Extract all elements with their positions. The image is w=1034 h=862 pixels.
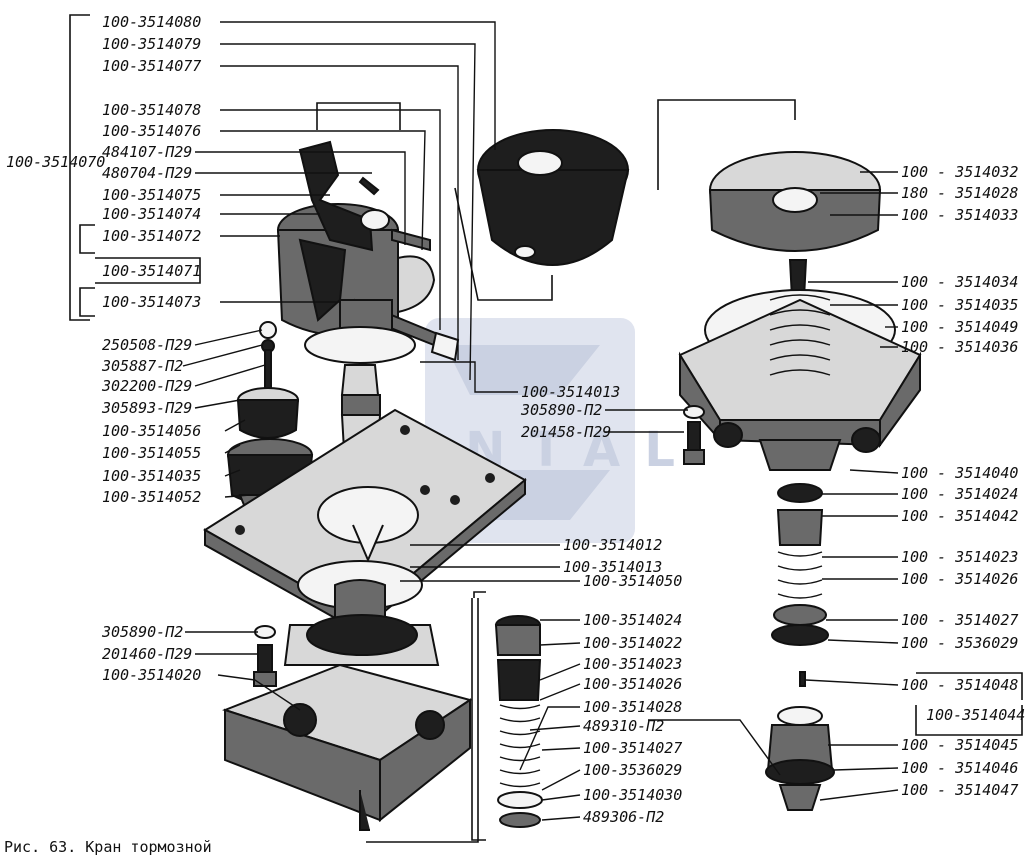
label: 100 - 3514040 xyxy=(901,464,1018,482)
label: 100-3514076 xyxy=(102,122,201,140)
label: 100-3514023 xyxy=(583,655,682,673)
label: 100 - 3514033 xyxy=(901,206,1018,224)
label: 100-3514050 xyxy=(583,572,682,590)
label: 180 - 3514028 xyxy=(901,184,1018,202)
bolt-left xyxy=(253,625,277,687)
label: 100 - 3514034 xyxy=(901,273,1018,291)
label: 100-3536029 xyxy=(583,761,682,779)
label: 484107-П29 xyxy=(102,143,192,161)
label: 100 - 3514049 xyxy=(901,318,1018,336)
label: 100-3514052 xyxy=(102,488,201,506)
label: 100-3514013 xyxy=(563,558,662,576)
label: 250508-П29 xyxy=(102,336,192,354)
figure-caption: Рис. 63. Кран тормозной xyxy=(4,838,212,856)
arrow-bracket-lever xyxy=(316,102,401,130)
label: 100 - 3514045 xyxy=(901,736,1018,754)
left-group-bracket xyxy=(69,14,201,321)
label: 100 - 3514035 xyxy=(901,296,1018,314)
label: 100 - 3514023 xyxy=(901,548,1018,566)
label: 100 - 3514042 xyxy=(901,507,1018,525)
label: 100-3514078 xyxy=(102,101,201,119)
label: 100-3514072 xyxy=(102,227,201,245)
label: 100-3514026 xyxy=(583,675,682,693)
label: 100 - 3536029 xyxy=(901,634,1018,652)
arrow-lower-housing xyxy=(366,598,479,843)
label: 100-3514080 xyxy=(102,13,201,31)
label: 100-3514013 xyxy=(521,383,620,401)
bracket-center-stack xyxy=(471,591,486,841)
callout-labels: 100-3514070 100-3514080 100-3514079 100-… xyxy=(6,13,1025,826)
label: 489306-П2 xyxy=(583,808,664,826)
label: 100 - 3514027 xyxy=(901,611,1018,629)
spring-stack-center xyxy=(494,615,543,828)
label: 201460-П29 xyxy=(102,645,192,663)
label: 100 - 3514024 xyxy=(901,485,1018,503)
label-left-group: 100-3514070 xyxy=(6,153,105,171)
label: 302200-П29 xyxy=(101,377,192,395)
label: 100-3514027 xyxy=(583,739,682,757)
lower-housing xyxy=(222,560,473,831)
label: 305890-П2 xyxy=(520,401,602,419)
label: 100-3514073 xyxy=(102,293,201,311)
label: 100 - 3514047 xyxy=(901,781,1018,799)
label: 100-3514030 xyxy=(583,786,682,804)
label: 201458-П29 xyxy=(521,423,611,441)
label: 480704-П29 xyxy=(102,164,192,182)
lever-housing-assembly xyxy=(276,140,460,362)
cover-cap xyxy=(476,129,630,266)
label: 489310-П2 xyxy=(583,717,664,735)
label: 100-3514056 xyxy=(102,422,201,440)
label: 100-3514074 xyxy=(102,205,201,223)
label: 100-3514022 xyxy=(583,634,682,652)
label: 100 - 3514048 xyxy=(901,676,1018,694)
bracket-lower-right xyxy=(915,672,1023,736)
label: 100-3514024 xyxy=(583,611,682,629)
label: 100 - 3514026 xyxy=(901,570,1018,588)
right-valve-assembly xyxy=(678,151,922,811)
label: 100 - 3514046 xyxy=(901,759,1018,777)
label: 100-3514035 xyxy=(102,467,201,485)
label: 100 - 3514036 xyxy=(901,338,1018,356)
label: 305893-П29 xyxy=(101,399,192,417)
leader-lines xyxy=(182,21,899,821)
label: 100-3514071 xyxy=(102,262,201,280)
arrow-cap xyxy=(454,187,553,301)
label: 100 - 3514032 xyxy=(901,163,1018,181)
label: 305887-П2 xyxy=(101,357,183,375)
label: 305890-П2 xyxy=(101,623,183,641)
bracket-right-top xyxy=(657,99,796,190)
label: 100-3514077 xyxy=(102,57,201,75)
label: 100-3514020 xyxy=(102,666,201,684)
label: 100-3514028 xyxy=(583,698,682,716)
label: 100-3514075 xyxy=(102,186,201,204)
label: 100-3514044 xyxy=(926,706,1025,724)
label: 100-3514079 xyxy=(102,35,201,53)
label: 100-3514055 xyxy=(102,444,201,462)
label: 100-3514012 xyxy=(563,536,662,554)
